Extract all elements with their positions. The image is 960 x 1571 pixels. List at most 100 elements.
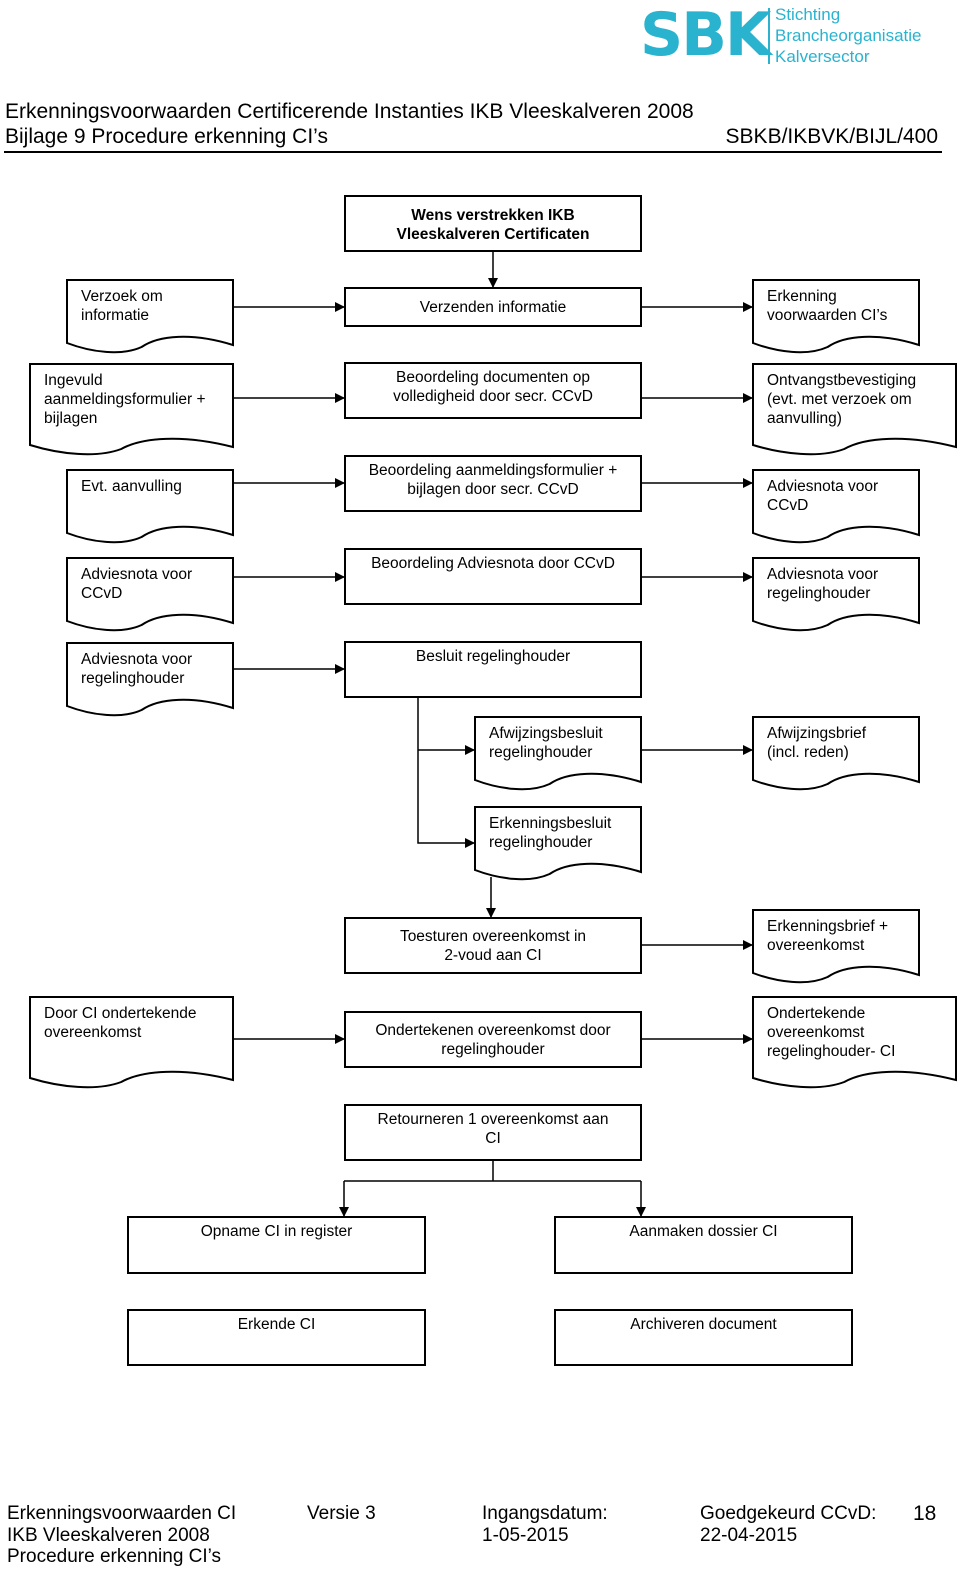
doc-label: Erkenningsbrief + overeenkomst	[767, 918, 889, 954]
doc-approval-decision: Erkenningsbesluit regelinghouder	[474, 806, 642, 881]
document-outline	[752, 996, 957, 1089]
doc-label: Adviesnota voor regelinghouder	[767, 566, 879, 602]
document-shape	[752, 557, 920, 632]
logo-text: Stichting Brancheorganisatie Kalversecto…	[775, 4, 921, 67]
process-label: Beoordeling documenten op volledigheid d…	[393, 369, 593, 405]
doc-label: Ontvangstbevestiging (evt. met verzoek o…	[767, 372, 917, 427]
logo-line-2: Brancheorganisatie	[775, 26, 922, 45]
logo-line-1: Stichting	[775, 5, 841, 24]
process-advice-review: Beoordeling Adviesnota door CCvD	[344, 548, 642, 605]
doc-signed-agreement: Ondertekende overeenkomst regelinghouder…	[752, 996, 957, 1089]
logo-mark: SBK	[640, 0, 771, 70]
process-archive-document: Archiveren document	[554, 1309, 853, 1366]
doc-advice-note-scheme-owner-input: Adviesnota voor regelinghouder	[66, 642, 234, 717]
document-outline	[474, 716, 642, 791]
doc-recognition-letter: Erkenningsbrief + overeenkomst	[752, 909, 920, 984]
process-return-agreement: Retourneren 1 overeenkomst aan CI	[344, 1104, 642, 1161]
process-label: Ondertekenen overeenkomst door regelingh…	[375, 1022, 611, 1058]
doc-label: Evt. aanvulling	[81, 478, 182, 495]
process-label: Verzenden informatie	[419, 299, 567, 316]
doc-rejection-decision: Afwijzingsbesluit regelinghouder	[474, 716, 642, 791]
document-shape	[752, 279, 920, 354]
document-code: SBKB/IKBVK/BIJL/400	[725, 125, 938, 148]
doc-rejection-letter: Afwijzingsbrief (incl. reden)	[752, 716, 920, 791]
process-label: Beoordeling Adviesnota door CCvD	[371, 555, 615, 572]
doc-advice-note-ccvd: Adviesnota voor CCvD	[752, 469, 920, 544]
document-shape	[752, 996, 957, 1089]
document-outline	[752, 909, 920, 984]
document-outline	[474, 806, 642, 881]
doc-label: Adviesnota voor CCvD	[767, 478, 879, 514]
document-shape	[752, 909, 920, 984]
footer-version: Versie 3	[307, 1503, 376, 1524]
process-send-information: Verzenden informatie	[344, 287, 642, 327]
document-shape	[66, 279, 234, 354]
logo-divider	[768, 8, 770, 64]
process-sign-agreement: Ondertekenen overeenkomst door regelingh…	[344, 1011, 642, 1068]
process-send-agreement: Toesturen overeenkomst in 2-voud aan CI	[344, 917, 642, 974]
sbk-logo: SBK Stichting Brancheorganisatie Kalvers…	[640, 2, 940, 68]
document-outline	[752, 469, 920, 544]
process-label: Retourneren 1 overeenkomst aan CI	[377, 1111, 609, 1147]
doc-advice-note-scheme-owner: Adviesnota voor regelinghouder	[752, 557, 920, 632]
document-outline	[66, 279, 234, 354]
footer-effective-date: Ingangsdatum: 1-05-2015	[482, 1503, 608, 1546]
process-label: Erkende CI	[237, 1316, 316, 1333]
document-shape	[474, 806, 642, 881]
process-start-label: Wens verstrekken IKB Vleeskalveren Certi…	[396, 207, 590, 243]
process-decision: Besluit regelinghouder	[344, 641, 642, 698]
process-label: Beoordeling aanmeldingsformulier + bijla…	[368, 462, 618, 498]
document-subtitle: Bijlage 9 Procedure erkenning CI’s	[5, 125, 328, 148]
logo-line-3: Kalversector	[775, 47, 870, 66]
doc-label: Adviesnota voor regelinghouder	[81, 651, 193, 687]
doc-advice-note-ccvd-input: Adviesnota voor CCvD	[66, 557, 234, 632]
page-number: 18	[913, 1502, 937, 1525]
doc-signed-by-ci: Door CI ondertekende overeenkomst	[29, 996, 234, 1089]
doc-label: Ingevuld aanmeldingsformulier + bijlagen	[44, 372, 206, 427]
document-outline	[66, 557, 234, 632]
doc-label: Door CI ondertekende overeenkomst	[44, 1005, 197, 1041]
document-outline	[29, 363, 234, 456]
document-outline	[752, 557, 920, 632]
process-label: Opname CI in register	[200, 1223, 353, 1240]
doc-label: Verzoek om informatie	[81, 288, 163, 324]
doc-label: Afwijzingsbrief (incl. reden)	[767, 725, 867, 761]
process-completeness-check: Beoordeling documenten op volledigheid d…	[344, 362, 642, 419]
doc-label: Erkenningsbesluit regelinghouder	[489, 815, 612, 851]
document-shape	[752, 363, 957, 456]
document-shape	[29, 363, 234, 456]
footer-document: Erkenningsvoorwaarden CI IKB Vleeskalver…	[7, 1503, 237, 1567]
process-register-ci: Opname CI in register	[127, 1216, 426, 1274]
document-outline	[29, 996, 234, 1089]
footer-approved: Goedgekeurd CCvD: 22-04-2015	[700, 1503, 877, 1546]
document-outline	[752, 363, 957, 456]
doc-receipt-confirmation: Ontvangstbevestiging (evt. met verzoek o…	[752, 363, 957, 456]
document-shape	[474, 716, 642, 791]
doc-label: Afwijzingsbesluit regelinghouder	[489, 725, 603, 761]
doc-request-information: Verzoek om informatie	[66, 279, 234, 354]
doc-application-form: Ingevuld aanmeldingsformulier + bijlagen	[29, 363, 234, 456]
document-outline	[752, 716, 920, 791]
doc-supplement: Evt. aanvulling	[66, 469, 234, 544]
document-shape	[752, 716, 920, 791]
process-create-dossier: Aanmaken dossier CI	[554, 1216, 853, 1274]
document-shape	[29, 996, 234, 1089]
doc-label: Erkenning voorwaarden CI’s	[767, 288, 888, 324]
process-label: Archiveren document	[630, 1316, 777, 1333]
document-outline	[752, 279, 920, 354]
doc-label: Adviesnota voor CCvD	[81, 566, 193, 602]
document-shape	[66, 469, 234, 544]
process-label: Besluit regelinghouder	[415, 648, 571, 665]
document-shape	[752, 469, 920, 544]
process-form-review: Beoordeling aanmeldingsformulier + bijla…	[344, 455, 642, 512]
document-shape	[66, 557, 234, 632]
header-rule	[4, 151, 942, 153]
doc-label: Ondertekende overeenkomst regelinghouder…	[767, 1005, 896, 1060]
process-start: Wens verstrekken IKB Vleeskalveren Certi…	[344, 195, 642, 252]
process-label: Aanmaken dossier CI	[629, 1223, 778, 1240]
document-title: Erkenningsvoorwaarden Certificerende Ins…	[5, 100, 694, 123]
process-recognised-ci: Erkende CI	[127, 1309, 426, 1366]
document-outline	[66, 469, 234, 544]
